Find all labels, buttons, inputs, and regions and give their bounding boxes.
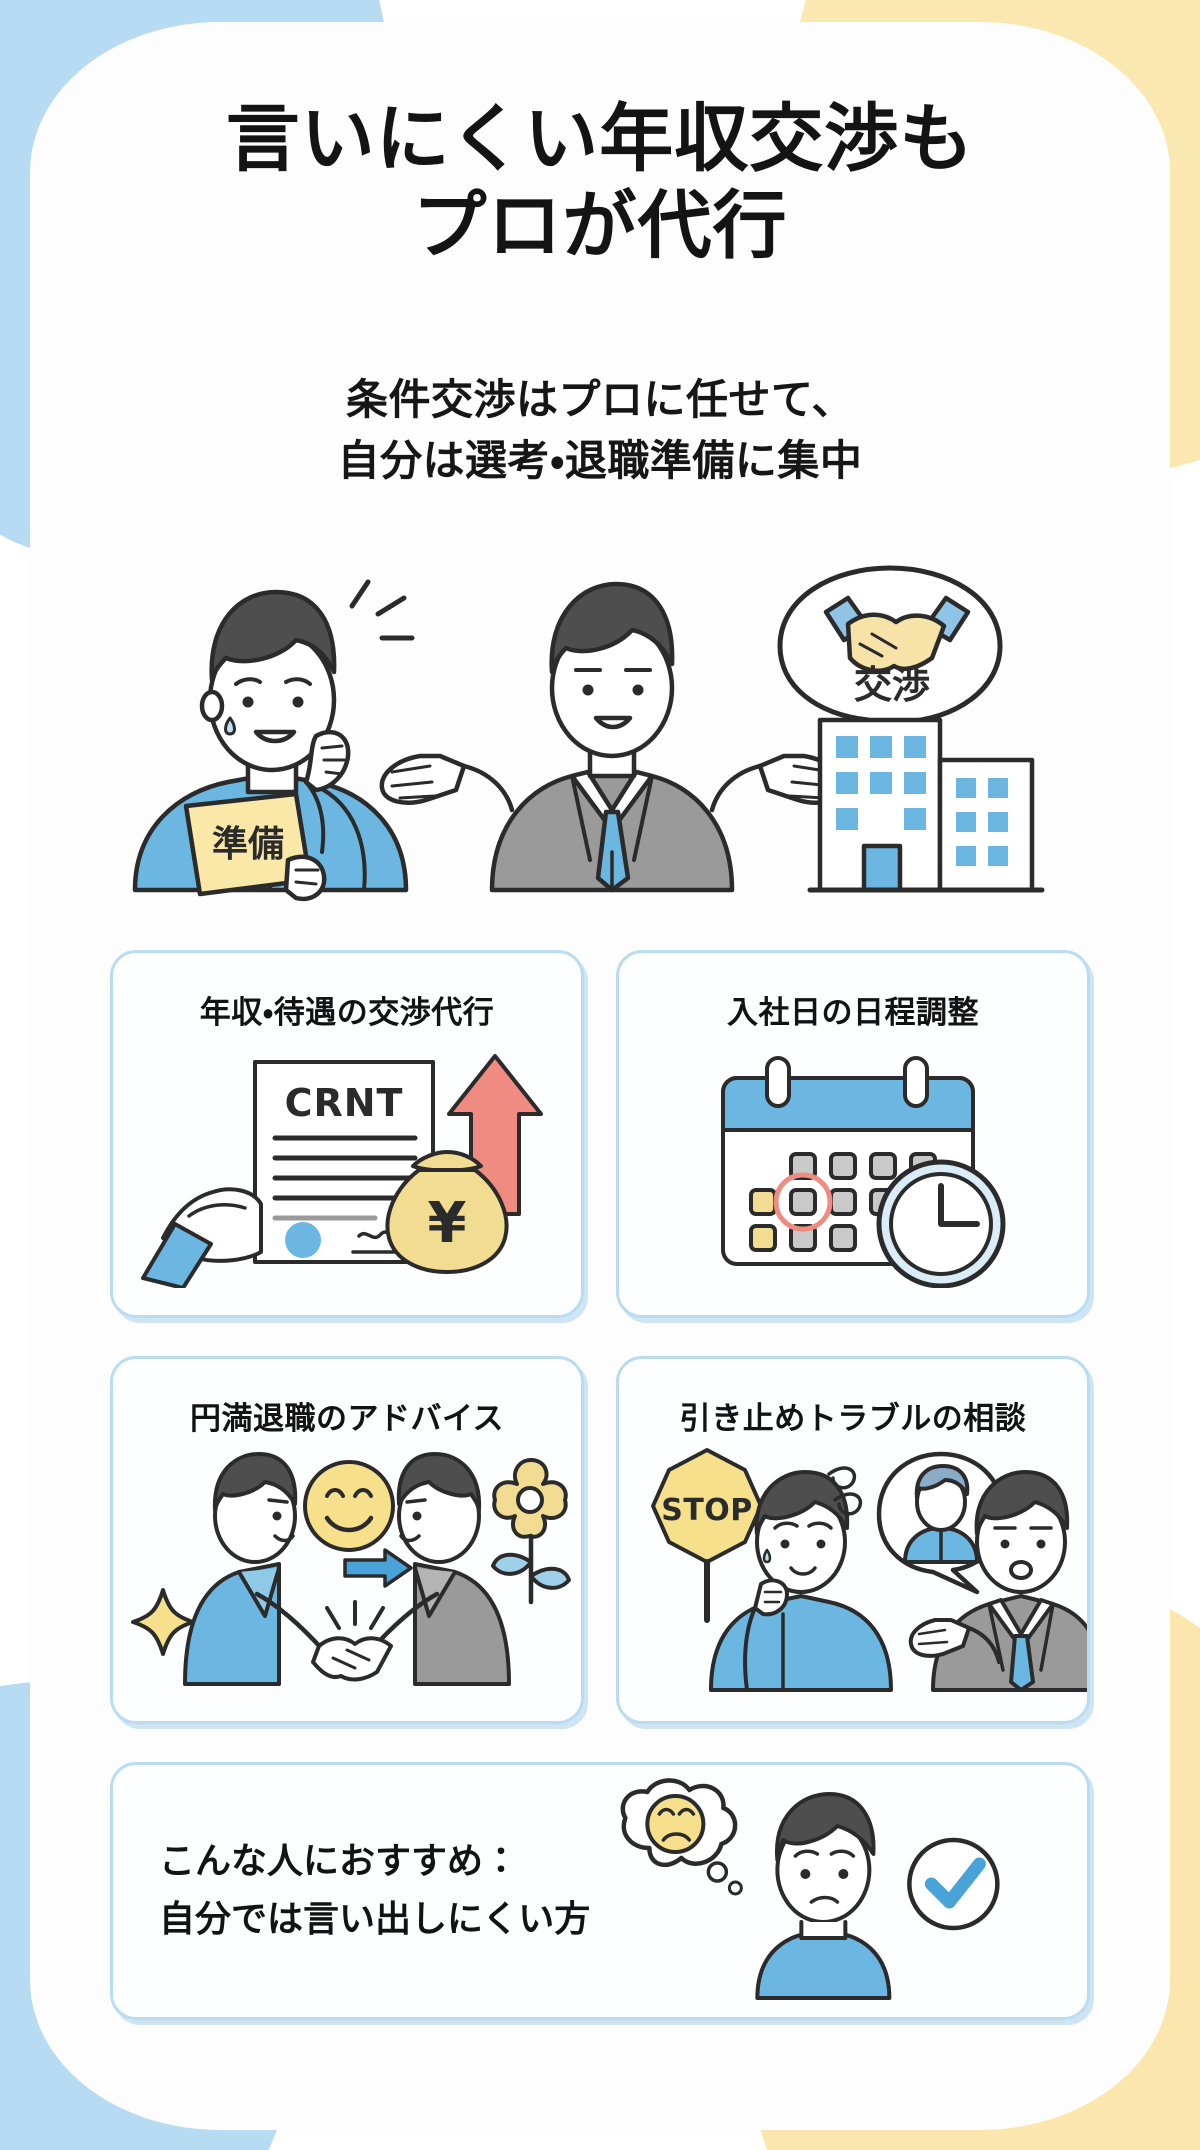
recommended-for-text: こんな人におすすめ： 自分では言い出しにくい方 [159,1833,590,1948]
wide-card-illustration [590,1776,1041,2006]
card-illustration-calendar [619,1038,1087,1288]
card-start-date-scheduling[interactable]: 入社日の日程調整 [616,950,1090,1318]
board-label: 準備 [212,824,284,865]
worried-person-figure [709,1470,893,1692]
card-recommended-for[interactable]: こんな人におすすめ： 自分では言い出しにくい方 [110,1762,1090,2020]
advisor-figure [908,1470,1087,1692]
stop-sign-icon: STOP [651,1448,763,1623]
card-salary-negotiation[interactable]: 年収・待遇の交渉代行 CRNT [110,950,584,1318]
check-circle-icon [907,1837,1000,1931]
wide-card-line-1: こんな人におすすめ： [159,1841,520,1883]
thought-bubble [620,1778,744,1896]
feature-card-grid: 年収・待遇の交渉代行 CRNT [110,950,1090,2020]
person-left [183,1452,326,1686]
clock-icon [876,1159,1006,1288]
avatar-icon [903,1464,979,1564]
subheadline-line-1: 条件交渉はプロに任せて、 [346,375,854,424]
hero-illustration: 準備 [120,560,1080,910]
card-amicable-resignation-advice[interactable]: 円満退職のアドバイス [110,1356,584,1724]
card-title: 引き止めトラブルの相談 [679,1401,1027,1437]
card-row-1: 年収・待遇の交渉代行 CRNT [110,950,1090,1318]
preparation-board: 準備 [183,791,313,897]
headline-line-1: 言いにくい年収交渉も [225,96,975,182]
subheadline-line-2: 自分は選考・退職準備に集中 [337,435,863,485]
card-row-2: 円満退職のアドバイス [110,1356,1090,1724]
page-subtitle: 条件交渉はプロに任せて、 自分は選考・退職準備に集中 [0,370,1200,492]
document-label: CRNT [285,1081,404,1125]
avatar-speech-bubble [876,1451,1006,1595]
stop-sign-label: STOP [661,1493,753,1528]
flower-icon [491,1458,571,1605]
sparkle-icon [131,1588,195,1656]
calendar-icon [721,1056,975,1266]
worried-person-bust [755,1792,892,2000]
speech-bubble-label: 交渉 [854,663,930,707]
card-title: 入社日の日程調整 [727,995,979,1031]
consultant-figure [379,581,845,893]
money-bag-symbol: ¥ [428,1191,467,1256]
wide-card-line-2: 自分では言い出しにくい方 [159,1899,591,1940]
headline-line-2: プロが代行 [412,183,788,270]
card-retention-trouble-consultation[interactable]: 引き止めトラブルの相談 STOP [616,1356,1090,1724]
card-illustration-stop: STOP [619,1444,1087,1694]
card-illustration-handshake [113,1444,581,1694]
card-title: 年収・待遇の交渉代行 [199,995,495,1031]
card-title: 円満退職のアドバイス [189,1401,505,1437]
sad-face-icon [645,1794,706,1854]
person-right [368,1452,511,1686]
money-bag-icon: ¥ [385,1150,509,1274]
card-illustration-contract: CRNT [113,1038,581,1288]
handshake-icon [823,595,971,673]
office-building-icon [807,717,1045,893]
smiley-face-icon [303,1460,395,1552]
negotiation-speech-bubble: 交渉 [777,565,1003,757]
page-title: 言いにくい年収交渉も プロが代行 [0,96,1200,271]
worried-employee-figure: 準備 [132,579,415,902]
